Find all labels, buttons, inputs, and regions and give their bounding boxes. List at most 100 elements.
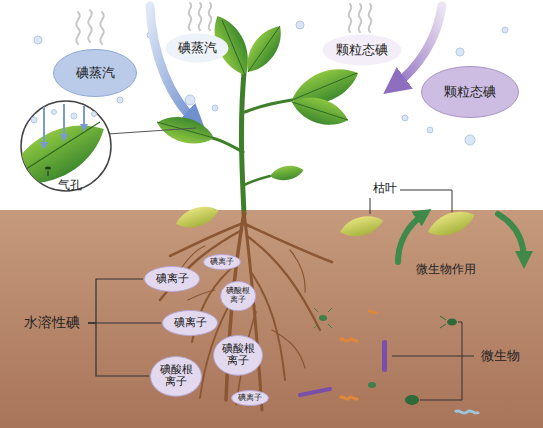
leaf: [288, 90, 352, 131]
ion-bubble: 碘离子: [203, 254, 241, 270]
particle-cloud: 颗粒态碘: [421, 66, 519, 118]
leader-line: [392, 356, 462, 357]
root: [272, 330, 305, 368]
steam-wisp: [189, 3, 192, 30]
steam-wisp: [209, 3, 212, 30]
node-text: 碘离子: [156, 273, 189, 285]
magnifier: [43, 106, 45, 146]
bracket-line: [88, 322, 161, 323]
microbe: [455, 411, 479, 413]
leader-line: [420, 400, 462, 401]
leader-line: [370, 198, 371, 214]
magnifier: [31, 117, 37, 123]
microbe: [382, 340, 387, 372]
particle-cloud-shape: [422, 67, 519, 118]
text-label: 气孔: [58, 179, 82, 192]
magnifier: [12, 122, 100, 178]
microbe: [368, 311, 377, 313]
stem: [244, 176, 270, 185]
dead-leaf: [173, 201, 221, 232]
magnifier: [52, 110, 57, 115]
cycle-arrow: [398, 214, 524, 262]
leader-line: [462, 322, 463, 400]
node-text: 颗粒态碘: [444, 85, 496, 99]
microbe: [340, 339, 358, 341]
ion-bubble-shape: [220, 281, 255, 310]
root: [245, 224, 332, 262]
ion-bubble-shape: [163, 311, 218, 336]
magnifier: [71, 113, 77, 119]
node-text: 碘离子: [238, 394, 262, 403]
root: [290, 250, 305, 292]
vapor-label-shape: [166, 34, 229, 63]
magnifier: [0, 104, 114, 200]
leaf: [269, 163, 305, 183]
steam-wisp: [199, 3, 202, 30]
ion-bubble-shape: [204, 254, 241, 269]
node-text: 碘酸根 离子: [226, 287, 251, 305]
node-text: 碘离子: [174, 317, 207, 329]
ion-bubble: 碘酸根 离子: [220, 281, 256, 311]
droplet: [185, 95, 195, 105]
node-text: 碘离子: [210, 258, 234, 267]
cycle-arrow: [498, 214, 524, 260]
magnifier: [63, 104, 65, 138]
node-text: 碘酸根 离子: [159, 364, 193, 388]
text-label: 微生物作用: [416, 263, 476, 276]
droplet: [117, 97, 123, 103]
dead-leaf: [173, 201, 478, 241]
leaf: [239, 20, 290, 79]
leaf-vein: [292, 102, 348, 120]
dead-leaf: [338, 212, 386, 241]
node-text: 颗粒态碘: [336, 43, 388, 57]
droplet: [427, 127, 433, 133]
stem: [245, 100, 292, 112]
magnifier: [48, 171, 49, 176]
microbe: [300, 389, 330, 395]
soil: [0, 210, 543, 428]
group-label: 水溶性碘: [17, 312, 87, 334]
magnifier: [83, 106, 85, 128]
droplet: [296, 21, 304, 29]
vapor-cloud-shape: [54, 50, 137, 97]
stem: [241, 62, 245, 214]
root: [180, 246, 205, 270]
droplet: [456, 48, 464, 56]
ion-bubble: 碘酸根 离子: [213, 335, 263, 376]
leader-line: [370, 190, 474, 400]
node-text: 碘酸根 离子: [221, 343, 255, 367]
leader-line: [458, 322, 462, 323]
leaf-vein: [292, 73, 357, 100]
ion-bubble: 碘离子: [162, 310, 218, 336]
magnifier: [45, 166, 51, 169]
cycle-arrow: [398, 214, 424, 262]
magnifier: [108, 128, 196, 134]
bracket-line: [88, 323, 149, 376]
root: [188, 290, 215, 300]
ion-bubble-shape: [232, 390, 269, 405]
particle-label: 颗粒态碘: [322, 34, 402, 66]
group-label-shape: [17, 312, 87, 334]
vapor-label: 碘蒸汽: [165, 33, 229, 63]
microbe: [340, 397, 358, 399]
ion-bubble-shape: [145, 267, 200, 292]
node-text: 水溶性碘: [24, 315, 80, 330]
leaf: [154, 10, 364, 183]
microbe: [447, 319, 457, 326]
steam-wisp: [100, 12, 103, 44]
microbe: [300, 308, 479, 413]
ion-bubble-shape: [151, 356, 202, 396]
text-label: 枯叶: [373, 182, 397, 195]
microbe: [405, 395, 419, 405]
microbe: [314, 308, 332, 328]
microbe: [319, 315, 327, 321]
vapor-cloud: 碘蒸汽: [53, 49, 137, 97]
stem: [212, 62, 292, 214]
leaf-vein: [157, 20, 357, 138]
droplet: [402, 115, 408, 121]
magnifier: [31, 110, 97, 124]
steam-wisp: [88, 10, 91, 42]
text-label: 微生物: [481, 349, 520, 363]
microbe: [440, 316, 446, 328]
droplet: [465, 135, 475, 145]
